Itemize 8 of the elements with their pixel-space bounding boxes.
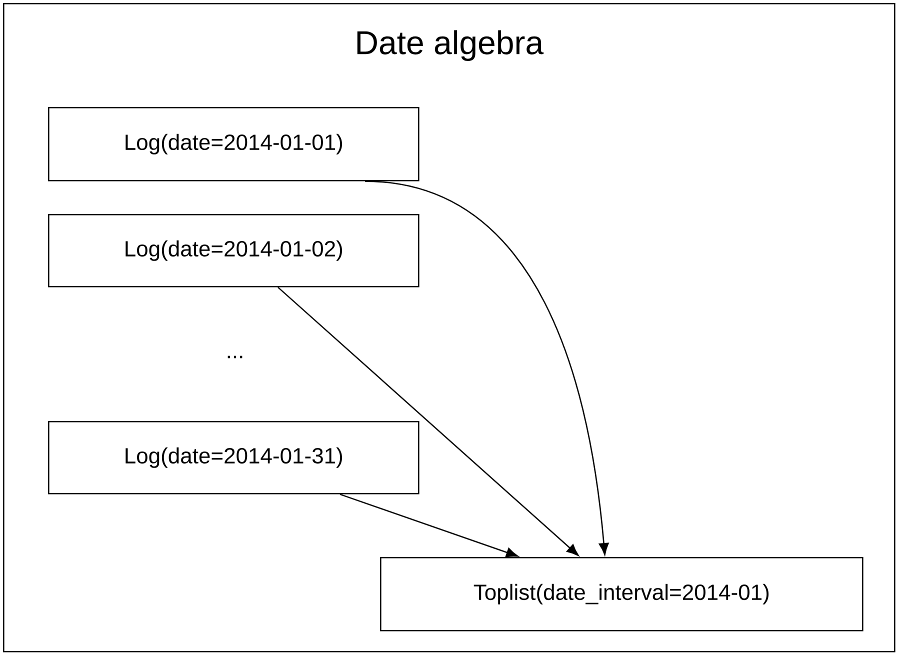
process-box: Log(date=2014-01-31)	[48, 421, 420, 494]
arrow	[340, 494, 518, 558]
ellipsis-label: ...	[228, 356, 242, 358]
arrow	[278, 286, 579, 556]
process-box: Toplist(date_interval=2014-01)	[380, 557, 864, 632]
process-box: Log(date=2014-01-01)	[48, 107, 420, 182]
arrow	[364, 180, 609, 556]
process-box: Log(date=2014-01-02)	[48, 214, 420, 288]
